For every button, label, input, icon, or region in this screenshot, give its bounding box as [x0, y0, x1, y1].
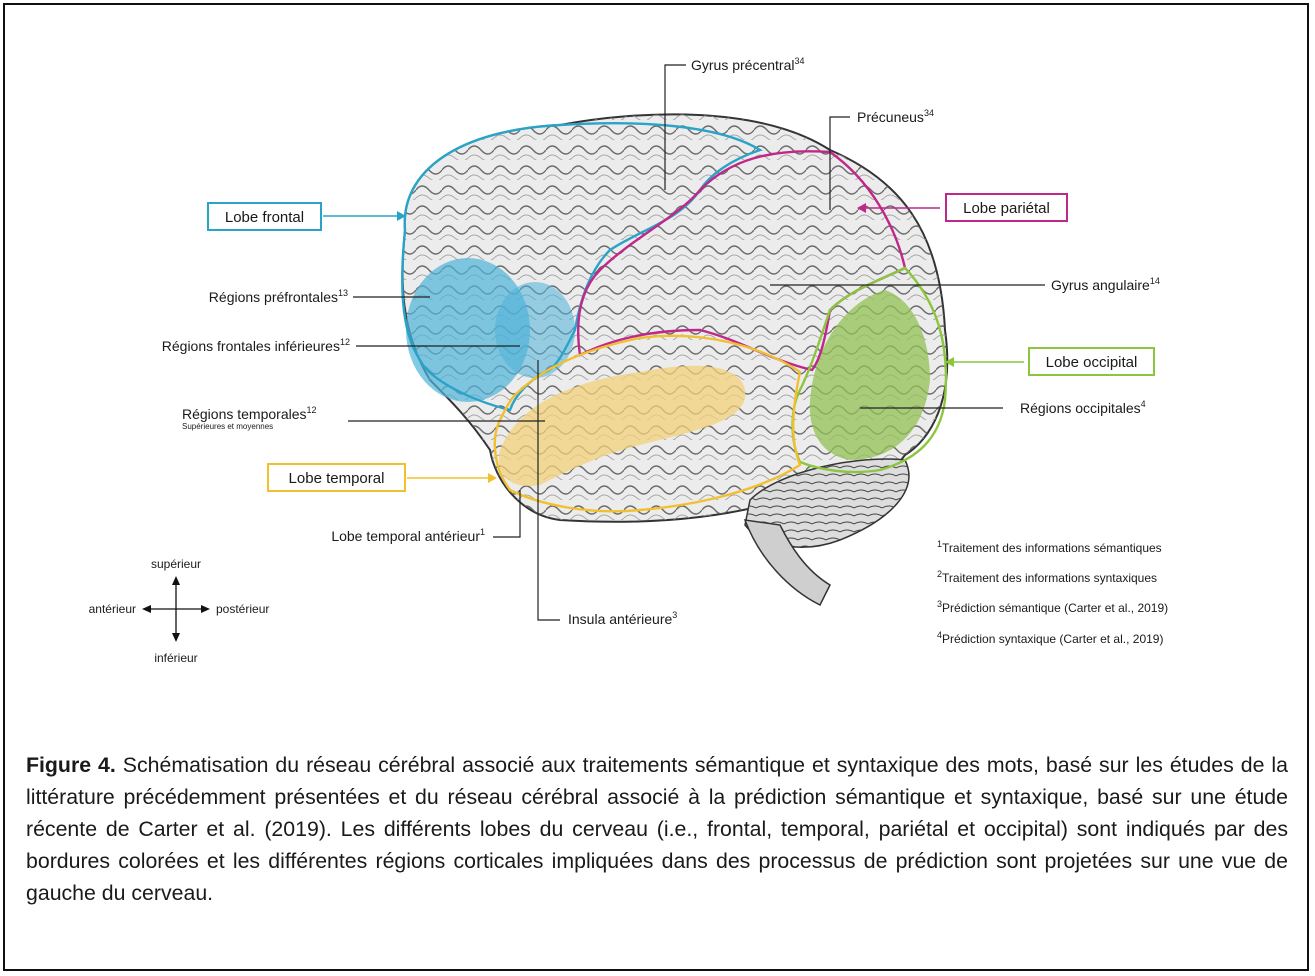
label-precentral-gyrus: Gyrus précentral34 — [691, 56, 805, 73]
compass-left-label: antérieur — [89, 602, 136, 616]
footnote-4: 4Prédiction syntaxique (Carter et al., 2… — [937, 630, 1163, 646]
label-inferior-frontal-regions: Régions frontales inférieures12 — [162, 337, 350, 354]
label-angular-gyrus: Gyrus angulaire14 — [1051, 276, 1160, 293]
svg-text:Lobe occipital: Lobe occipital — [1046, 354, 1138, 371]
footnote-1: 1Traitement des informations sémantiques — [937, 539, 1162, 555]
footnote-2: 2Traitement des informations syntaxiques — [937, 569, 1157, 585]
compass-right-label: postérieur — [216, 602, 269, 616]
footnotes: 1Traitement des informations sémantiques… — [937, 539, 1168, 646]
inferior-frontal-highlight — [495, 282, 575, 378]
label-temporal-regions-sub: Supérieures et moyennes — [182, 422, 273, 431]
label-precuneus: Précuneus34 — [857, 108, 934, 125]
footnote-3: 3Prédiction sémantique (Carter et al., 2… — [937, 599, 1168, 615]
caption-figure-number: Figure 4. — [26, 753, 116, 777]
label-anterior-temporal-lobe: Lobe temporal antérieur1 — [331, 527, 485, 544]
orientation-compass: supérieur inférieur antérieur postérieur — [89, 557, 270, 665]
compass-up-label: supérieur — [151, 557, 201, 571]
svg-text:Lobe pariétal: Lobe pariétal — [963, 200, 1050, 217]
figure-caption: Figure 4. Schématisation du réseau céréb… — [26, 749, 1288, 909]
svg-text:Lobe temporal: Lobe temporal — [289, 470, 385, 487]
label-occipital-regions: Régions occipitales4 — [1020, 399, 1146, 416]
label-anterior-insula: Insula antérieure3 — [568, 610, 677, 627]
label-frontal-lobe: Lobe frontal — [208, 203, 321, 230]
label-parietal-lobe: Lobe pariétal — [946, 194, 1067, 221]
label-temporal-lobe: Lobe temporal — [268, 464, 405, 491]
svg-text:Lobe frontal: Lobe frontal — [225, 209, 304, 226]
brain-diagram: Lobe frontal Lobe pariétal Lobe occipita… — [0, 0, 1315, 700]
caption-text: Schématisation du réseau cérébral associ… — [26, 753, 1288, 905]
label-occipital-lobe: Lobe occipital — [1029, 348, 1154, 375]
label-prefrontal-regions: Régions préfrontales13 — [209, 288, 348, 305]
compass-down-label: inférieur — [154, 651, 197, 665]
label-temporal-regions: Régions temporales12 — [182, 405, 317, 422]
